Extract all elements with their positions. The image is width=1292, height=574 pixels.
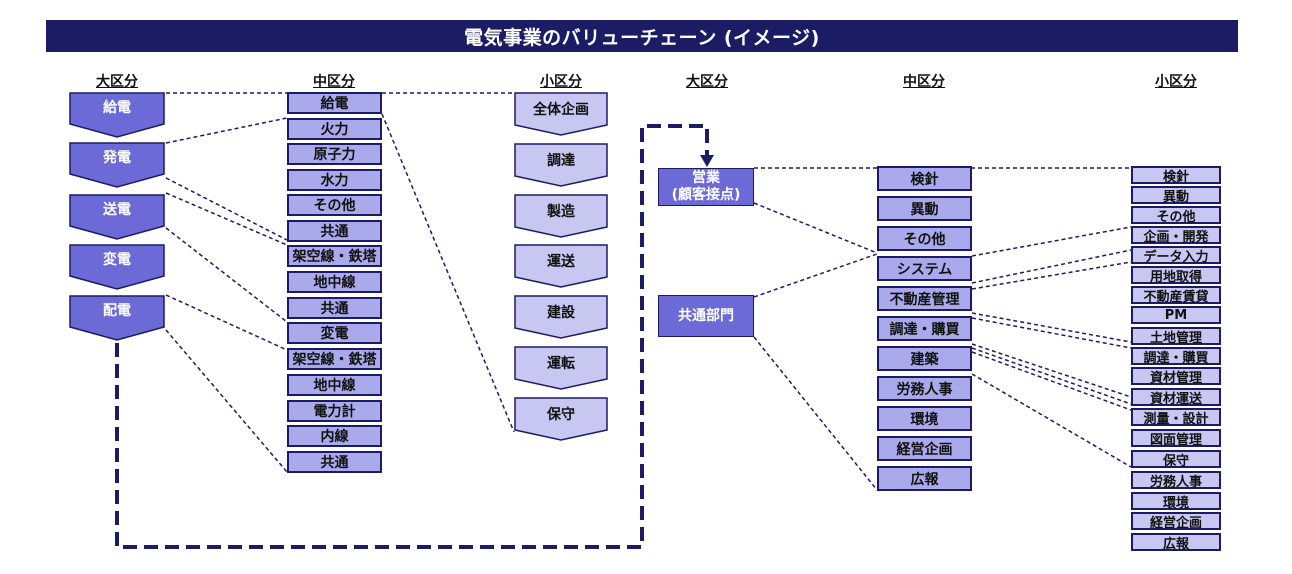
process-step: 保守 (514, 397, 608, 441)
mid-item: 内線 (287, 425, 382, 447)
mid-item: 地中線 (287, 374, 382, 396)
small-item: 企画・開発 (1131, 226, 1221, 245)
header-left-major: 大区分 (96, 74, 138, 90)
small-item: 調達・購買 (1131, 347, 1221, 366)
process-step-label: 保守 (547, 407, 575, 423)
mid-item: 原子力 (287, 143, 382, 165)
small-item: 不動産賃貸 (1131, 286, 1221, 305)
mid-item: 地中線 (287, 271, 382, 293)
mid-item: 共通 (287, 297, 382, 319)
header-right-major: 大区分 (686, 74, 728, 90)
small-item: 土地管理 (1131, 327, 1221, 346)
mid-item: 検針 (877, 166, 972, 191)
major-haiden: 配電 (69, 295, 165, 341)
small-item: 測量・設計 (1131, 408, 1221, 427)
process-step-label: 製造 (547, 204, 575, 220)
small-item: 用地取得 (1131, 266, 1221, 285)
small-item: 資材管理 (1131, 367, 1221, 386)
process-step-label: 運送 (547, 254, 575, 270)
process-step: 全体企画 (514, 92, 608, 136)
mid-item: 環境 (877, 406, 972, 431)
mid-item: 架空線・鉄塔 (287, 348, 382, 370)
header-right-small: 小区分 (1155, 74, 1197, 90)
mid-item: 労務人事 (877, 376, 972, 401)
process-step-label: 全体企画 (533, 102, 589, 118)
process-step-label: 建設 (547, 305, 575, 321)
mid-item: システム (877, 256, 972, 281)
major-eigyo: 営業 (顧客接点) (658, 168, 754, 206)
small-item: PM (1131, 306, 1221, 324)
small-item: 労務人事 (1131, 471, 1221, 490)
header-left-mid: 中区分 (313, 74, 355, 90)
major-label: 給電 (103, 99, 131, 116)
small-item: データ入力 (1131, 246, 1221, 265)
major-souden: 送電 (69, 194, 165, 240)
small-item: 環境 (1131, 492, 1221, 511)
major-kyuden: 給電 (69, 92, 165, 138)
small-item: その他 (1131, 206, 1221, 225)
major-kyotsu-bumon: 共通部門 (658, 295, 754, 337)
small-item: 広報 (1131, 533, 1221, 552)
mid-item: 火力 (287, 118, 382, 140)
mid-item: 不動産管理 (877, 286, 972, 311)
major-label: 配電 (103, 302, 131, 319)
small-item: 図面管理 (1131, 429, 1221, 448)
process-step: 運送 (514, 244, 608, 288)
mid-item: 建築 (877, 346, 972, 371)
small-item: 異動 (1131, 186, 1221, 205)
process-step: 運転 (514, 346, 608, 390)
mid-item: 共通 (287, 220, 382, 242)
process-step: 調達 (514, 143, 608, 187)
major-hatsuden: 発電 (69, 142, 165, 188)
small-item: 検針 (1131, 166, 1221, 185)
mid-item: 水力 (287, 169, 382, 191)
mid-item: 調達・購買 (877, 316, 972, 341)
mid-item: 給電 (287, 92, 382, 114)
process-step-label: 調達 (547, 153, 575, 169)
small-item: 経営企画 (1131, 512, 1221, 531)
diagram-title: 電気事業のバリューチェーン (イメージ) (46, 20, 1238, 52)
mid-item: 広報 (877, 466, 972, 491)
mid-item: その他 (877, 226, 972, 251)
mid-item: その他 (287, 194, 382, 216)
mid-item: 共通 (287, 451, 382, 473)
major-henden: 変電 (69, 244, 165, 290)
mid-item: 異動 (877, 196, 972, 221)
mid-item: 経営企画 (877, 436, 972, 461)
mid-item: 架空線・鉄塔 (287, 245, 382, 267)
process-step: 製造 (514, 194, 608, 238)
major-label: 変電 (103, 251, 131, 268)
small-item: 保守 (1131, 450, 1221, 469)
small-item: 資材運送 (1131, 388, 1221, 407)
mid-item: 変電 (287, 322, 382, 344)
major-label: 送電 (103, 201, 131, 218)
process-step-label: 運転 (547, 356, 575, 372)
process-step: 建設 (514, 295, 608, 339)
header-right-mid: 中区分 (903, 74, 945, 90)
major-label: 発電 (103, 149, 131, 166)
header-left-small: 小区分 (540, 74, 582, 90)
mid-item: 電力計 (287, 400, 382, 422)
